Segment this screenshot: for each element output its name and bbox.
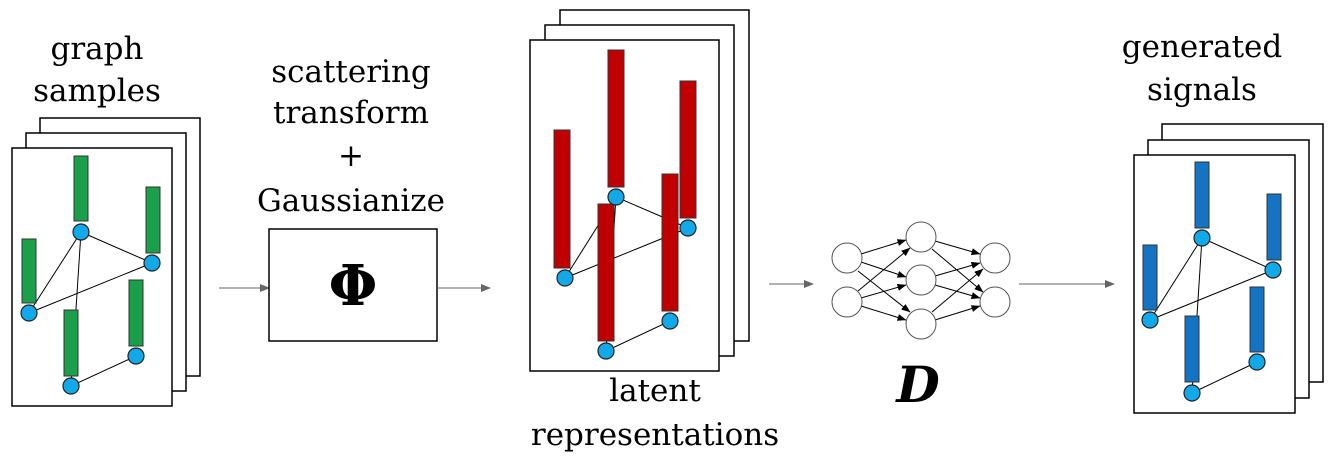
latent-bar [597,203,615,342]
graph-node [62,377,80,395]
generated-nodes [1141,229,1282,402]
phi-symbol: Φ [329,253,378,319]
latent-node [607,188,625,206]
generated-node [1264,261,1282,279]
graph-bar [145,186,161,254]
graph-node [20,304,38,322]
graph-samples-label-line1: graph [51,31,144,67]
graph-node [72,223,90,241]
network-hidden-neuron [905,308,937,340]
scattering-label-line2: transform [273,95,429,131]
generated-node [1248,353,1266,371]
generated-node [1141,311,1159,329]
graph-sample-card-front [11,147,173,407]
network-connections [857,239,984,321]
latent-node [556,269,574,287]
scattering-label-line1: scattering [271,54,431,90]
generated-label-line1: generated [1122,29,1282,65]
graph-node [127,347,145,365]
latent-node [661,312,679,330]
graph-sample-edges [28,231,153,387]
latent-label-line2: representations [531,417,779,453]
network-neurons [831,221,1011,340]
latent-node [679,219,697,237]
generated-bar [1184,315,1200,383]
latent-label-line1: latent [609,373,701,409]
network-hidden-neuron [905,221,937,253]
latent-representations-stack [529,9,750,372]
generated-bar [1249,286,1265,353]
graph-bar [63,309,79,377]
network-hidden-neuron [905,264,937,296]
generated-label-line2: signals [1147,72,1257,108]
graph-bar [128,279,144,347]
generated-bar [1142,244,1158,311]
latent-bar [607,49,625,188]
latent-nodes [556,188,697,360]
phi-transform-box [268,228,438,342]
scattering-label-line4: Gaussianize [257,183,445,219]
graph-sample-bars [21,155,161,377]
graph-bar [73,155,89,222]
latent-node [597,342,615,360]
generated-node [1193,229,1211,247]
neural-network-d [831,221,1011,340]
network-input-neuron [831,242,863,274]
generated-node [1183,384,1201,402]
latent-bars [553,49,697,342]
graph-sample-nodes [20,223,161,395]
generated-bar [1194,161,1210,229]
latent-bar [661,173,679,312]
latent-bar [679,80,697,219]
network-output-neuron [979,242,1011,274]
latent-bar [553,129,571,269]
graph-node [143,254,161,272]
network-input-neuron [831,286,863,318]
network-output-neuron [979,286,1011,318]
graph-samples-stack [11,117,201,407]
graph-samples-label-line2: samples [33,73,161,109]
generated-bars [1142,161,1282,383]
scattering-label-line3: + [338,138,364,174]
generated-signals-stack [1133,123,1324,414]
graph-bar [21,238,37,304]
d-symbol: D [894,355,939,414]
generated-bar [1266,193,1282,261]
